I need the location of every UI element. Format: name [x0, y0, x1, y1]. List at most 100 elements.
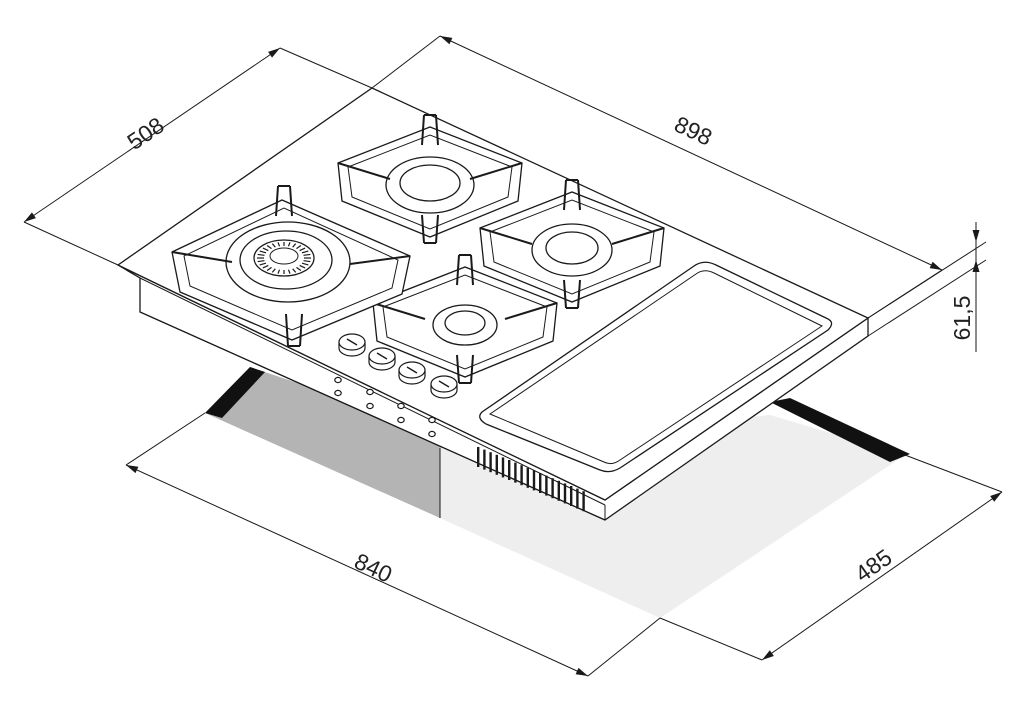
vent-slot: [539, 473, 542, 493]
ext-line-898-a: [371, 35, 441, 89]
griddle-plate-outline: [479, 261, 833, 473]
vent-slots: [477, 447, 585, 512]
indicator-dot: [366, 402, 374, 410]
ext-line-61-5-a: [867, 241, 987, 319]
flame-port: [271, 243, 276, 248]
arrowhead: [24, 212, 36, 222]
arrowhead: [126, 465, 139, 474]
indicator-dot: [428, 416, 436, 424]
dim-line-508: [23, 47, 281, 223]
vent-slot: [526, 467, 529, 488]
arrowhead: [990, 492, 1002, 502]
flame-port: [292, 268, 297, 273]
indicator-dot: [366, 388, 374, 396]
control-knob-4[interactable]: [430, 375, 458, 399]
vent-slot: [489, 452, 492, 473]
flame-port: [303, 260, 311, 263]
vent-slot: [532, 470, 536, 491]
vent-slot: [514, 462, 517, 483]
vent-slot: [508, 460, 511, 480]
flame-port: [259, 262, 267, 266]
vent-slot: [545, 475, 548, 496]
flame-port: [296, 245, 302, 250]
vent-slot: [495, 454, 498, 475]
vent-slot: [501, 457, 505, 478]
dim-label-898: 898: [670, 111, 716, 151]
dimension-lines: [23, 35, 1003, 677]
arrowhead: [268, 48, 280, 58]
griddle-plate-inner: [488, 270, 824, 465]
indicator-dot: [397, 402, 405, 410]
indicator-dot: [334, 389, 342, 397]
burner-cap-front-center: [444, 310, 486, 336]
dimension-arrowheads: [24, 36, 1002, 676]
control-knobs: [338, 333, 458, 399]
indicator-dot: [334, 376, 342, 384]
dim-line-840: [125, 464, 589, 677]
flame-port: [277, 269, 281, 274]
wok-burner-inner-ring: [253, 239, 315, 277]
vent-slot: [563, 483, 567, 504]
dim-label-485: 485: [850, 544, 896, 587]
flame-port: [259, 250, 267, 254]
cutout-edge-left: [205, 367, 265, 418]
flame-port: [262, 247, 269, 252]
arrowhead: [575, 667, 588, 676]
flame-port: [287, 242, 291, 247]
flame-port: [296, 266, 302, 271]
control-knob-3[interactable]: [398, 361, 426, 385]
dim-label-61-5: 61,5: [949, 296, 975, 341]
griddle-plate: [479, 261, 833, 473]
burner-cap-back-center: [399, 164, 461, 202]
cutout-edge-right: [770, 398, 910, 462]
flame-port: [277, 242, 281, 247]
ext-line-840-a: [125, 412, 206, 466]
flame-port: [301, 262, 309, 266]
indicator-dots: [334, 376, 436, 438]
flame-port: [301, 250, 309, 254]
vent-slot: [520, 465, 523, 486]
arrowhead: [972, 260, 980, 272]
burner-group: [171, 114, 665, 384]
flame-port: [271, 268, 276, 273]
vent-slot: [557, 480, 560, 501]
burner-back-center: [337, 114, 523, 244]
burner-front-center: [372, 254, 558, 384]
flame-port: [257, 260, 265, 263]
burner-cap-right: [545, 231, 599, 265]
burner-wok-left: [171, 185, 411, 347]
ext-line-485-b: [904, 454, 1003, 493]
control-knob-2[interactable]: [368, 347, 396, 371]
flame-port: [287, 269, 291, 274]
dim-line-485: [761, 491, 1003, 661]
vent-slot: [477, 447, 480, 467]
flame-port: [257, 253, 265, 256]
vent-slot: [582, 491, 585, 512]
indicator-dot: [428, 430, 436, 438]
vent-slot: [483, 449, 486, 470]
ext-line-61-5-b: [867, 259, 987, 337]
flame-port: [303, 253, 311, 256]
flame-port: [266, 266, 272, 271]
control-knob-1[interactable]: [338, 333, 366, 357]
arrowhead: [440, 36, 453, 45]
wok-burner-flame-ports: [257, 242, 311, 274]
dim-line-898: [439, 35, 943, 271]
dim-label-840: 840: [350, 548, 396, 588]
flame-port: [299, 247, 306, 252]
ext-line-485-a: [659, 617, 763, 661]
flame-port: [299, 264, 306, 269]
arrowhead: [762, 650, 774, 660]
ext-line-508-b: [279, 47, 373, 89]
ext-line-508-a: [23, 221, 119, 266]
arrowhead: [972, 230, 980, 242]
vent-slot: [570, 486, 573, 506]
ext-line-840-b: [587, 617, 661, 677]
flame-port: [262, 264, 269, 269]
arrowhead: [929, 261, 942, 270]
flame-port: [266, 245, 272, 250]
burner-right: [479, 179, 665, 309]
flame-port: [292, 243, 297, 248]
